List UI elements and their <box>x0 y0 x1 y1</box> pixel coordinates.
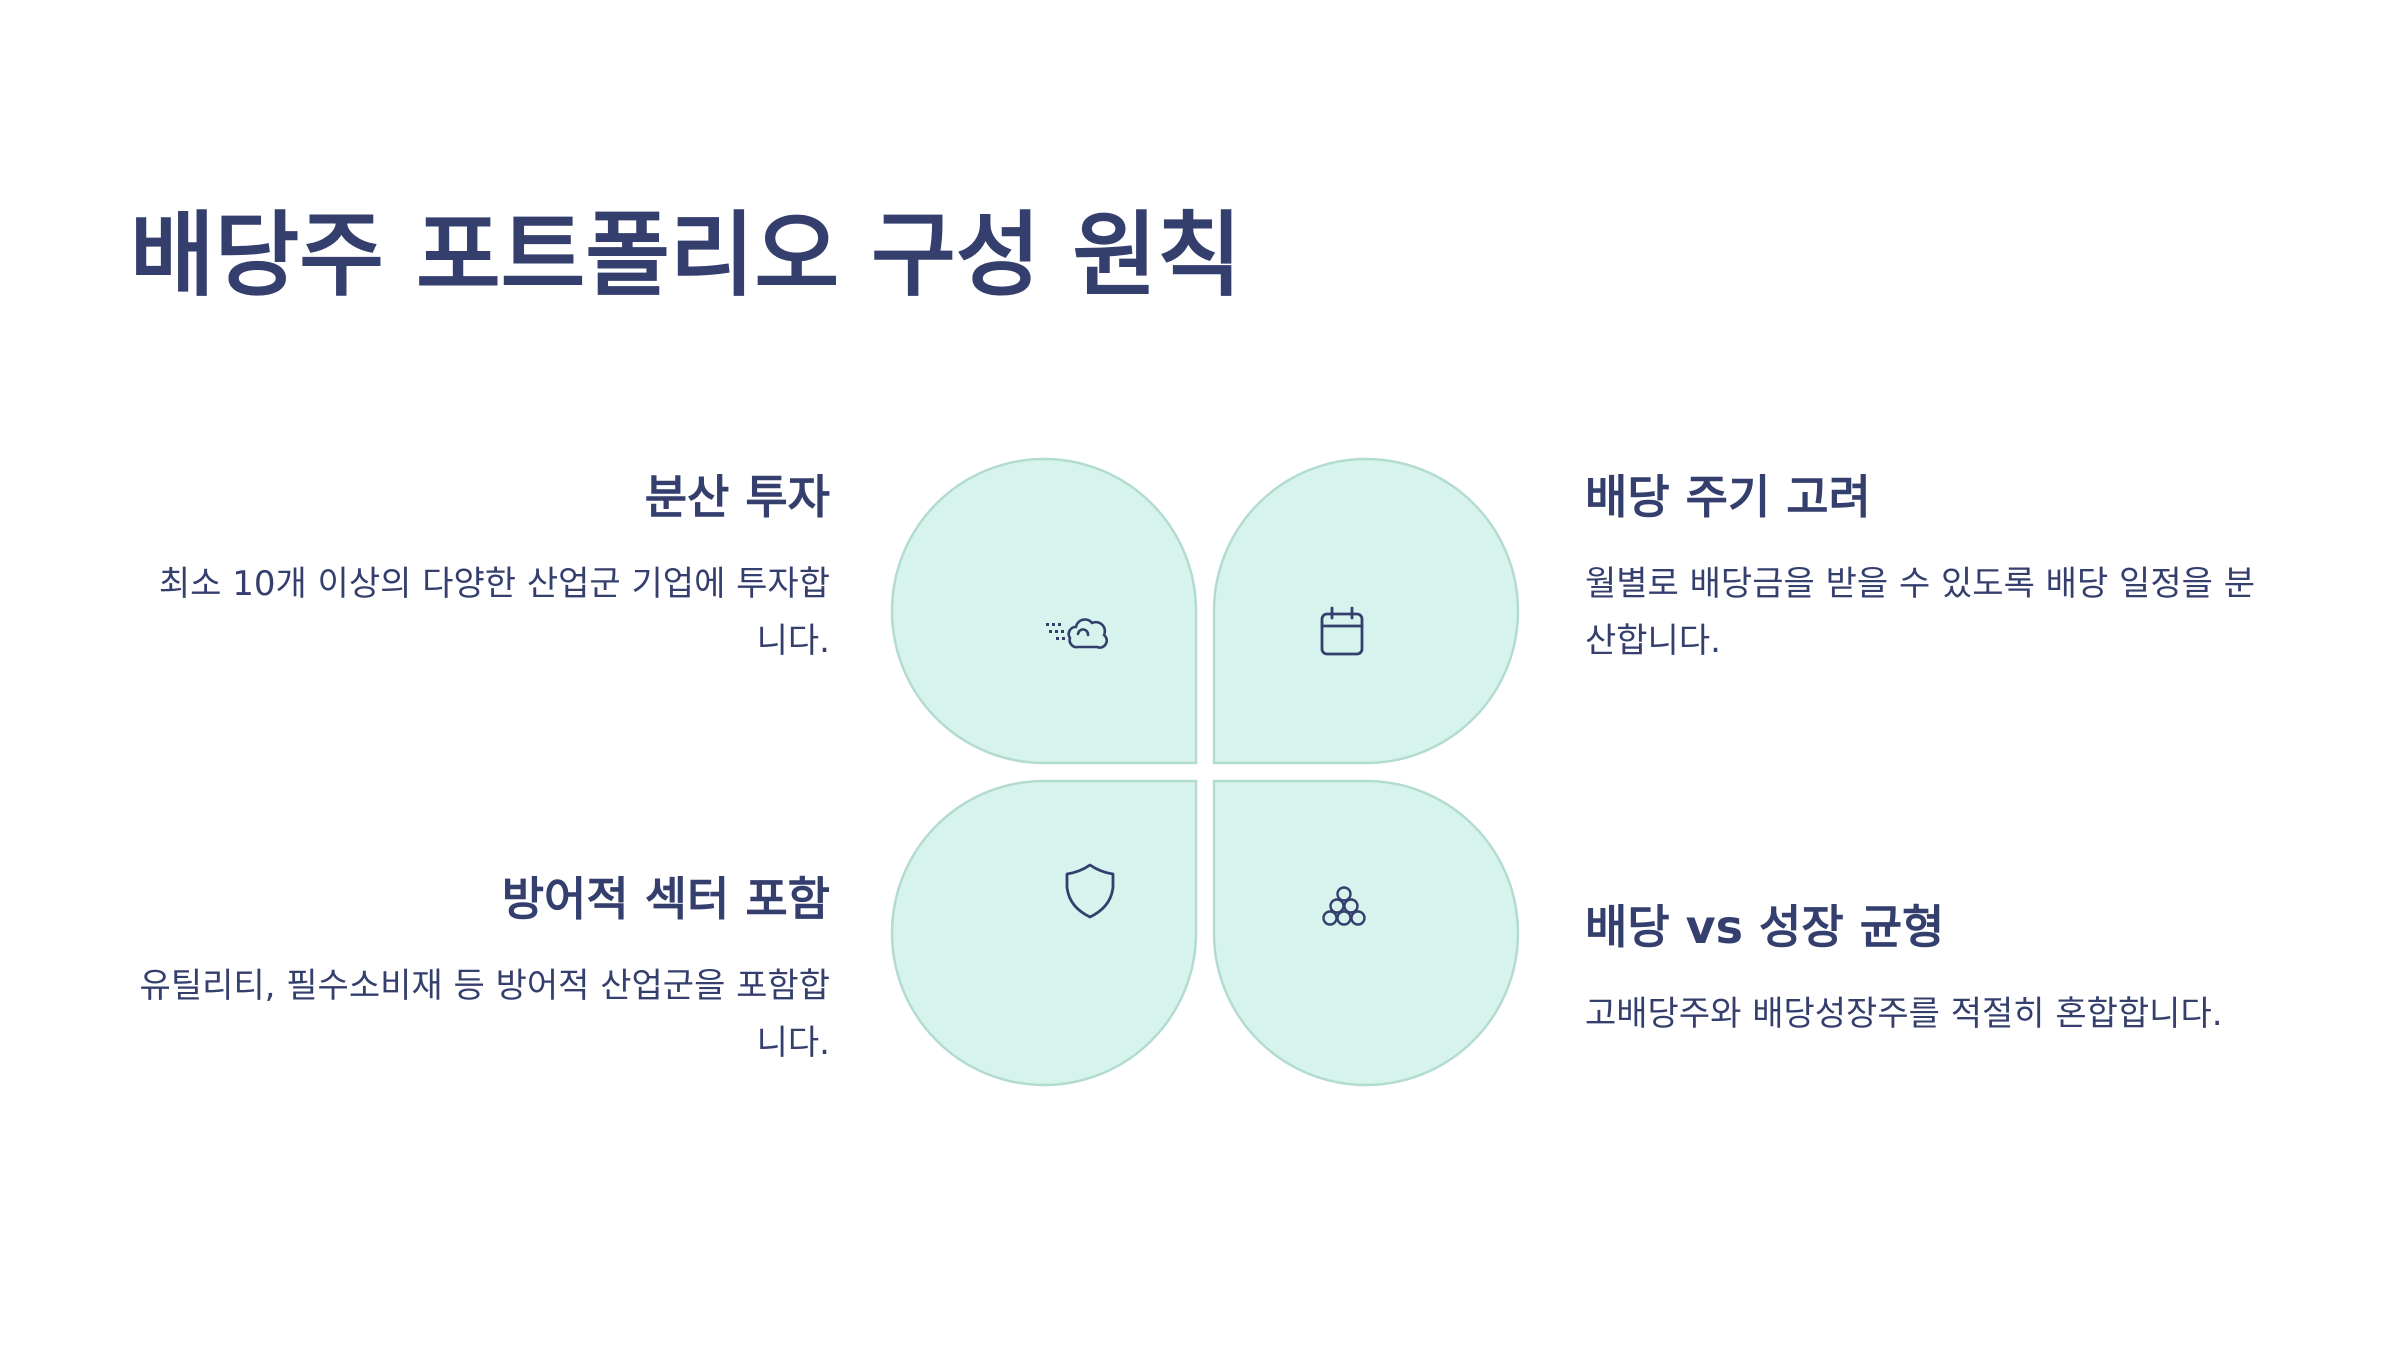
petal-top-right <box>1212 457 1520 765</box>
item-diversification: 분산 투자 최소 10개 이상의 다양한 산업군 기업에 투자합니다. <box>130 468 830 670</box>
page-title: 배당주 포트폴리오 구성 원칙 <box>130 202 1242 309</box>
petal-top-left <box>890 457 1198 765</box>
calendar-icon <box>1320 606 1364 656</box>
item-defensive-sector: 방어적 섹터 포함 유틸리티, 필수소비재 등 방어적 산업군을 포함합니다. <box>130 870 830 1072</box>
item-body: 최소 10개 이상의 다양한 산업군 기업에 투자합니다. <box>158 563 830 661</box>
item-body: 월별로 배당금을 받을 수 있도록 배당 일정을 분산합니다. <box>1585 563 2255 661</box>
cloud-icon <box>1046 618 1109 649</box>
item-balance: 배당 vs 성장 균형 고배당주와 배당성장주를 적절히 혼합합니다. <box>1585 898 2285 1043</box>
balls-icon <box>1322 886 1366 926</box>
item-heading: 방어적 섹터 포함 <box>501 872 830 926</box>
petal-bottom-left <box>890 779 1198 1087</box>
clover-diagram <box>890 455 1525 1090</box>
item-heading: 분산 투자 <box>644 470 830 524</box>
item-body: 고배당주와 배당성장주를 적절히 혼합합니다. <box>1585 993 2223 1034</box>
item-dividend-cycle: 배당 주기 고려 월별로 배당금을 받을 수 있도록 배당 일정을 분산합니다. <box>1585 468 2285 670</box>
item-heading: 배당 vs 성장 균형 <box>1585 900 1945 954</box>
petal-bottom-right <box>1212 779 1520 1087</box>
item-heading: 배당 주기 고려 <box>1585 470 1871 524</box>
item-body: 유틸리티, 필수소비재 등 방어적 산업군을 포함합니다. <box>139 965 830 1063</box>
shield-icon <box>1065 863 1115 919</box>
